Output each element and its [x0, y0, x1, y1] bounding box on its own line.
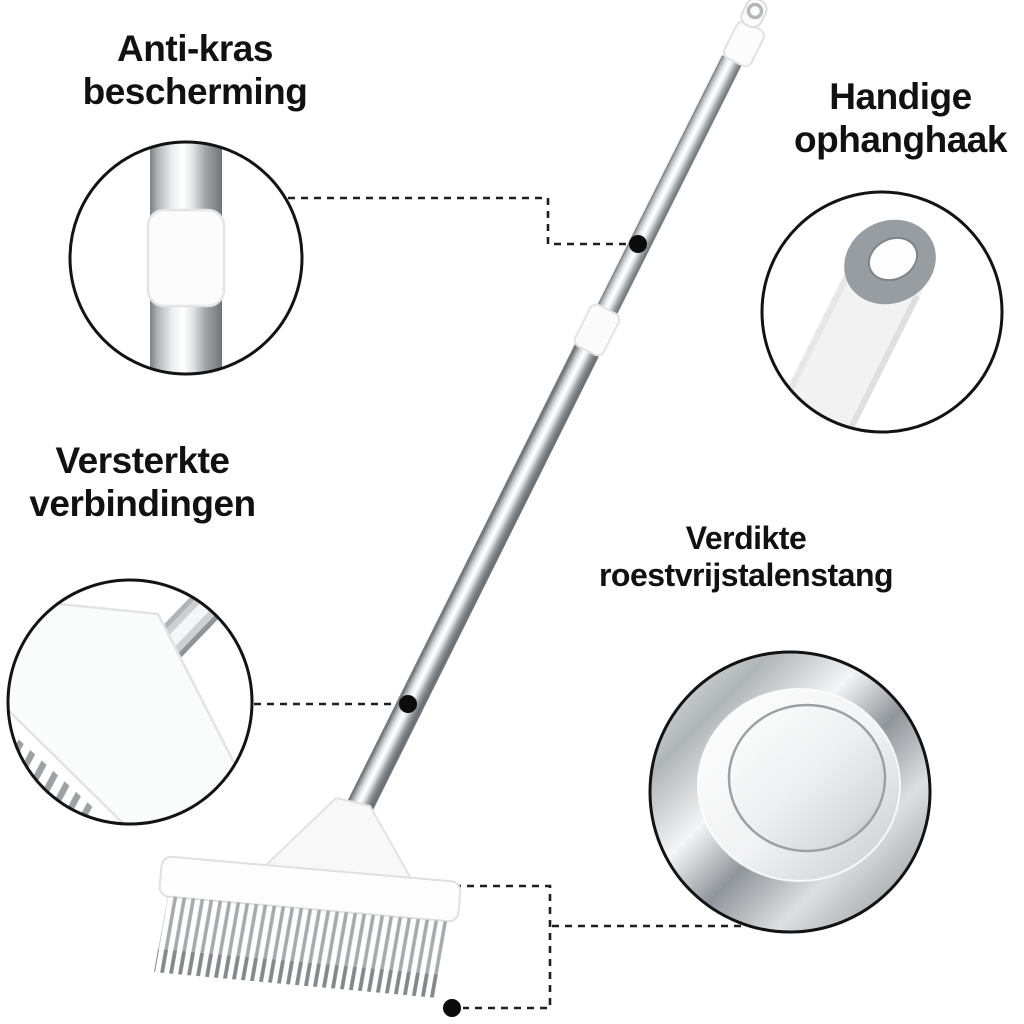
callout-anti-scratch-outline [68, 140, 304, 376]
callout-steel-rod [648, 650, 932, 934]
callout-steel-rod-outline [648, 650, 932, 934]
callout-reinforced-joints-outline [6, 578, 254, 826]
target-dot-reinforced-joints [399, 695, 417, 713]
callout-reinforced-joints [6, 578, 254, 826]
label-steel-rod: Verdikte roestvrijstalenstang [556, 520, 936, 594]
label-hanging-hook-line1: Handige [829, 76, 972, 117]
label-anti-scratch-line1: Anti-kras [117, 28, 273, 69]
connector-target-dots [399, 235, 647, 1017]
target-dot-steel-rod [443, 999, 461, 1017]
closeup-bristles [9, 726, 98, 823]
closeup-tube-hole [727, 703, 887, 853]
label-anti-scratch-line2: bescherming [82, 70, 308, 112]
callout-connectors [254, 196, 741, 1010]
hook-hole-icon [746, 2, 764, 20]
label-hanging-hook-line2: ophanghaak [794, 118, 1007, 160]
callout-hanging-hook-outline [760, 190, 1004, 434]
label-anti-scratch: Anti-kras bescherming [55, 28, 335, 114]
target-dot-anti-scratch [629, 235, 647, 253]
pole-joint-collar [573, 303, 621, 357]
callout-hanging-hook [760, 190, 1004, 434]
connector-anti-scratch [288, 196, 627, 246]
closeup-handle-edge-right [829, 294, 920, 431]
closeup-tube-wall-rim [697, 688, 901, 882]
closeup-anti-scratch [146, 143, 226, 373]
label-reinforced-joints: Versterkte verbindingen [5, 440, 280, 526]
closeup-steel-rod [651, 653, 929, 931]
closeup-hook-ring-hole [867, 236, 919, 282]
label-steel-rod-line2: roestvrijstalenstang [598, 557, 894, 594]
closeup-sleeve [146, 208, 226, 308]
connector-steel-rod-main [402, 884, 552, 1010]
label-hanging-hook: Handige ophanghaak [758, 76, 1024, 162]
brush-bristle-tips [154, 949, 442, 998]
label-reinforced-joints-line2: verbindingen [29, 482, 256, 524]
callout-anti-scratch [68, 140, 304, 376]
label-steel-rod-line1: Verdikte [685, 520, 807, 556]
pole-upper-segment [587, 55, 742, 335]
label-reinforced-joints-line1: Versterkte [55, 440, 230, 481]
